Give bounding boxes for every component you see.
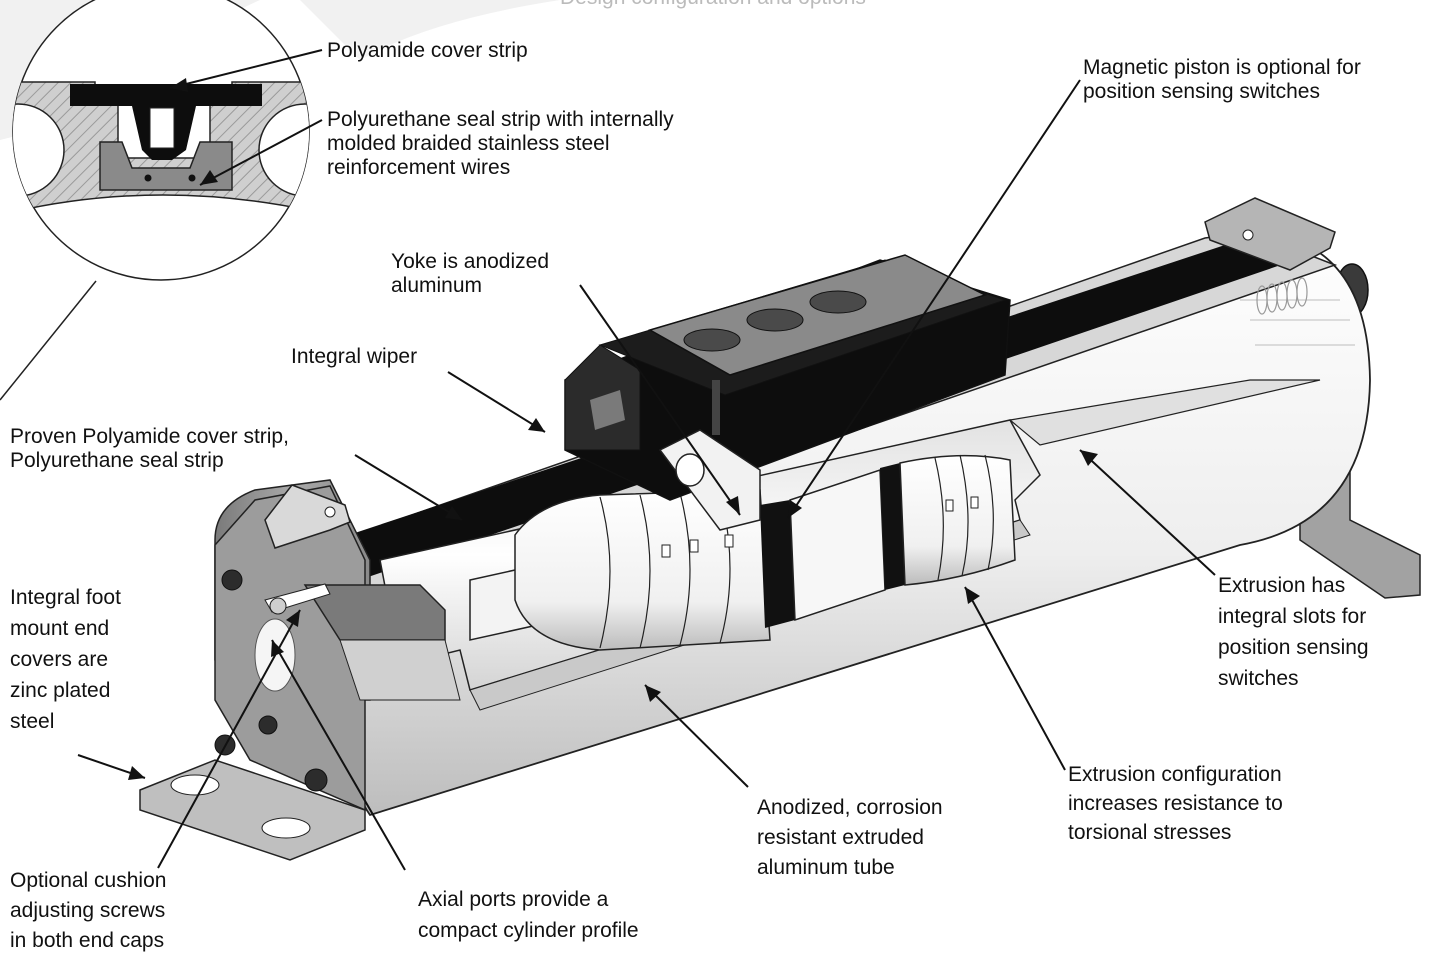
callout-magnetic-piston: Magnetic piston is optional for position… <box>1083 56 1361 104</box>
callout-tube: Anodized, corrosion resistant extruded a… <box>757 793 943 883</box>
callout-axial-ports: Axial ports provide a compact cylinder p… <box>418 884 639 946</box>
callout-line: Proven Polyamide cover strip, <box>10 425 289 448</box>
seal-detail-inset <box>0 0 310 401</box>
callout-line: torsional stresses <box>1068 821 1232 844</box>
callout-line: aluminum tube <box>757 856 895 879</box>
far-end-clamp <box>1204 197 1336 271</box>
callout-line: reinforcement wires <box>327 156 511 179</box>
carriage-yoke <box>564 254 1011 531</box>
callout-integral-wiper: Integral wiper <box>291 345 417 369</box>
callout-line: Axial ports provide a <box>418 888 609 911</box>
callout-line: compact cylinder profile <box>418 919 639 942</box>
callout-line: Polyurethane seal strip with internally <box>327 108 674 131</box>
callout-extrusion-slots: Extrusion has integral slots for positio… <box>1218 570 1369 694</box>
callout-foot-mount: Integral foot mount end covers are zinc … <box>10 582 121 737</box>
callout-line: aluminum <box>391 274 483 297</box>
callout-line: Extrusion configuration <box>1068 763 1282 786</box>
callout-line: Extrusion has <box>1218 574 1346 597</box>
callout-line: Anodized, corrosion <box>757 796 943 819</box>
callout-line: Magnetic piston is optional for <box>1083 56 1361 79</box>
callout-proven-cover-strip: Proven Polyamide cover strip, Polyuretha… <box>10 425 289 473</box>
callout-line: switches <box>1218 667 1299 690</box>
callout-line: steel <box>10 710 55 733</box>
callout-line: increases resistance to <box>1068 792 1283 815</box>
callout-line: resistant extruded <box>757 826 924 849</box>
callout-line: mount end <box>10 617 110 640</box>
callout-seal-strip: Polyurethane seal strip with internally … <box>327 108 674 180</box>
callout-line: molded braided stainless steel <box>327 132 610 155</box>
callout-extrusion-config: Extrusion configuration increases resist… <box>1068 760 1283 847</box>
callout-cushion-screws: Optional cushion adjusting screws in bot… <box>10 866 166 956</box>
callout-line: zinc plated <box>10 679 111 702</box>
piston-assembly <box>514 454 1016 651</box>
callout-line: Optional cushion <box>10 869 167 892</box>
callout-cover-strip: Polyamide cover strip <box>327 39 528 63</box>
callout-line: Integral wiper <box>291 345 418 368</box>
callout-line: Polyurethane seal strip <box>10 449 224 472</box>
callout-line: position sensing switches <box>1083 80 1320 103</box>
callout-yoke: Yoke is anodized aluminum <box>391 250 549 298</box>
arrowheads <box>128 78 1098 780</box>
callout-line: Integral foot <box>10 586 121 609</box>
caption-top: Design configuration and options <box>560 0 866 10</box>
callout-line: Polyamide cover strip <box>327 39 528 62</box>
callout-line: position sensing <box>1218 636 1369 659</box>
callout-line: integral slots for <box>1218 605 1367 628</box>
callout-line: adjusting screws <box>10 899 166 922</box>
callout-line: in both end caps <box>10 929 165 952</box>
callout-line: Yoke is anodized <box>391 250 550 273</box>
callout-line: covers are <box>10 648 109 671</box>
